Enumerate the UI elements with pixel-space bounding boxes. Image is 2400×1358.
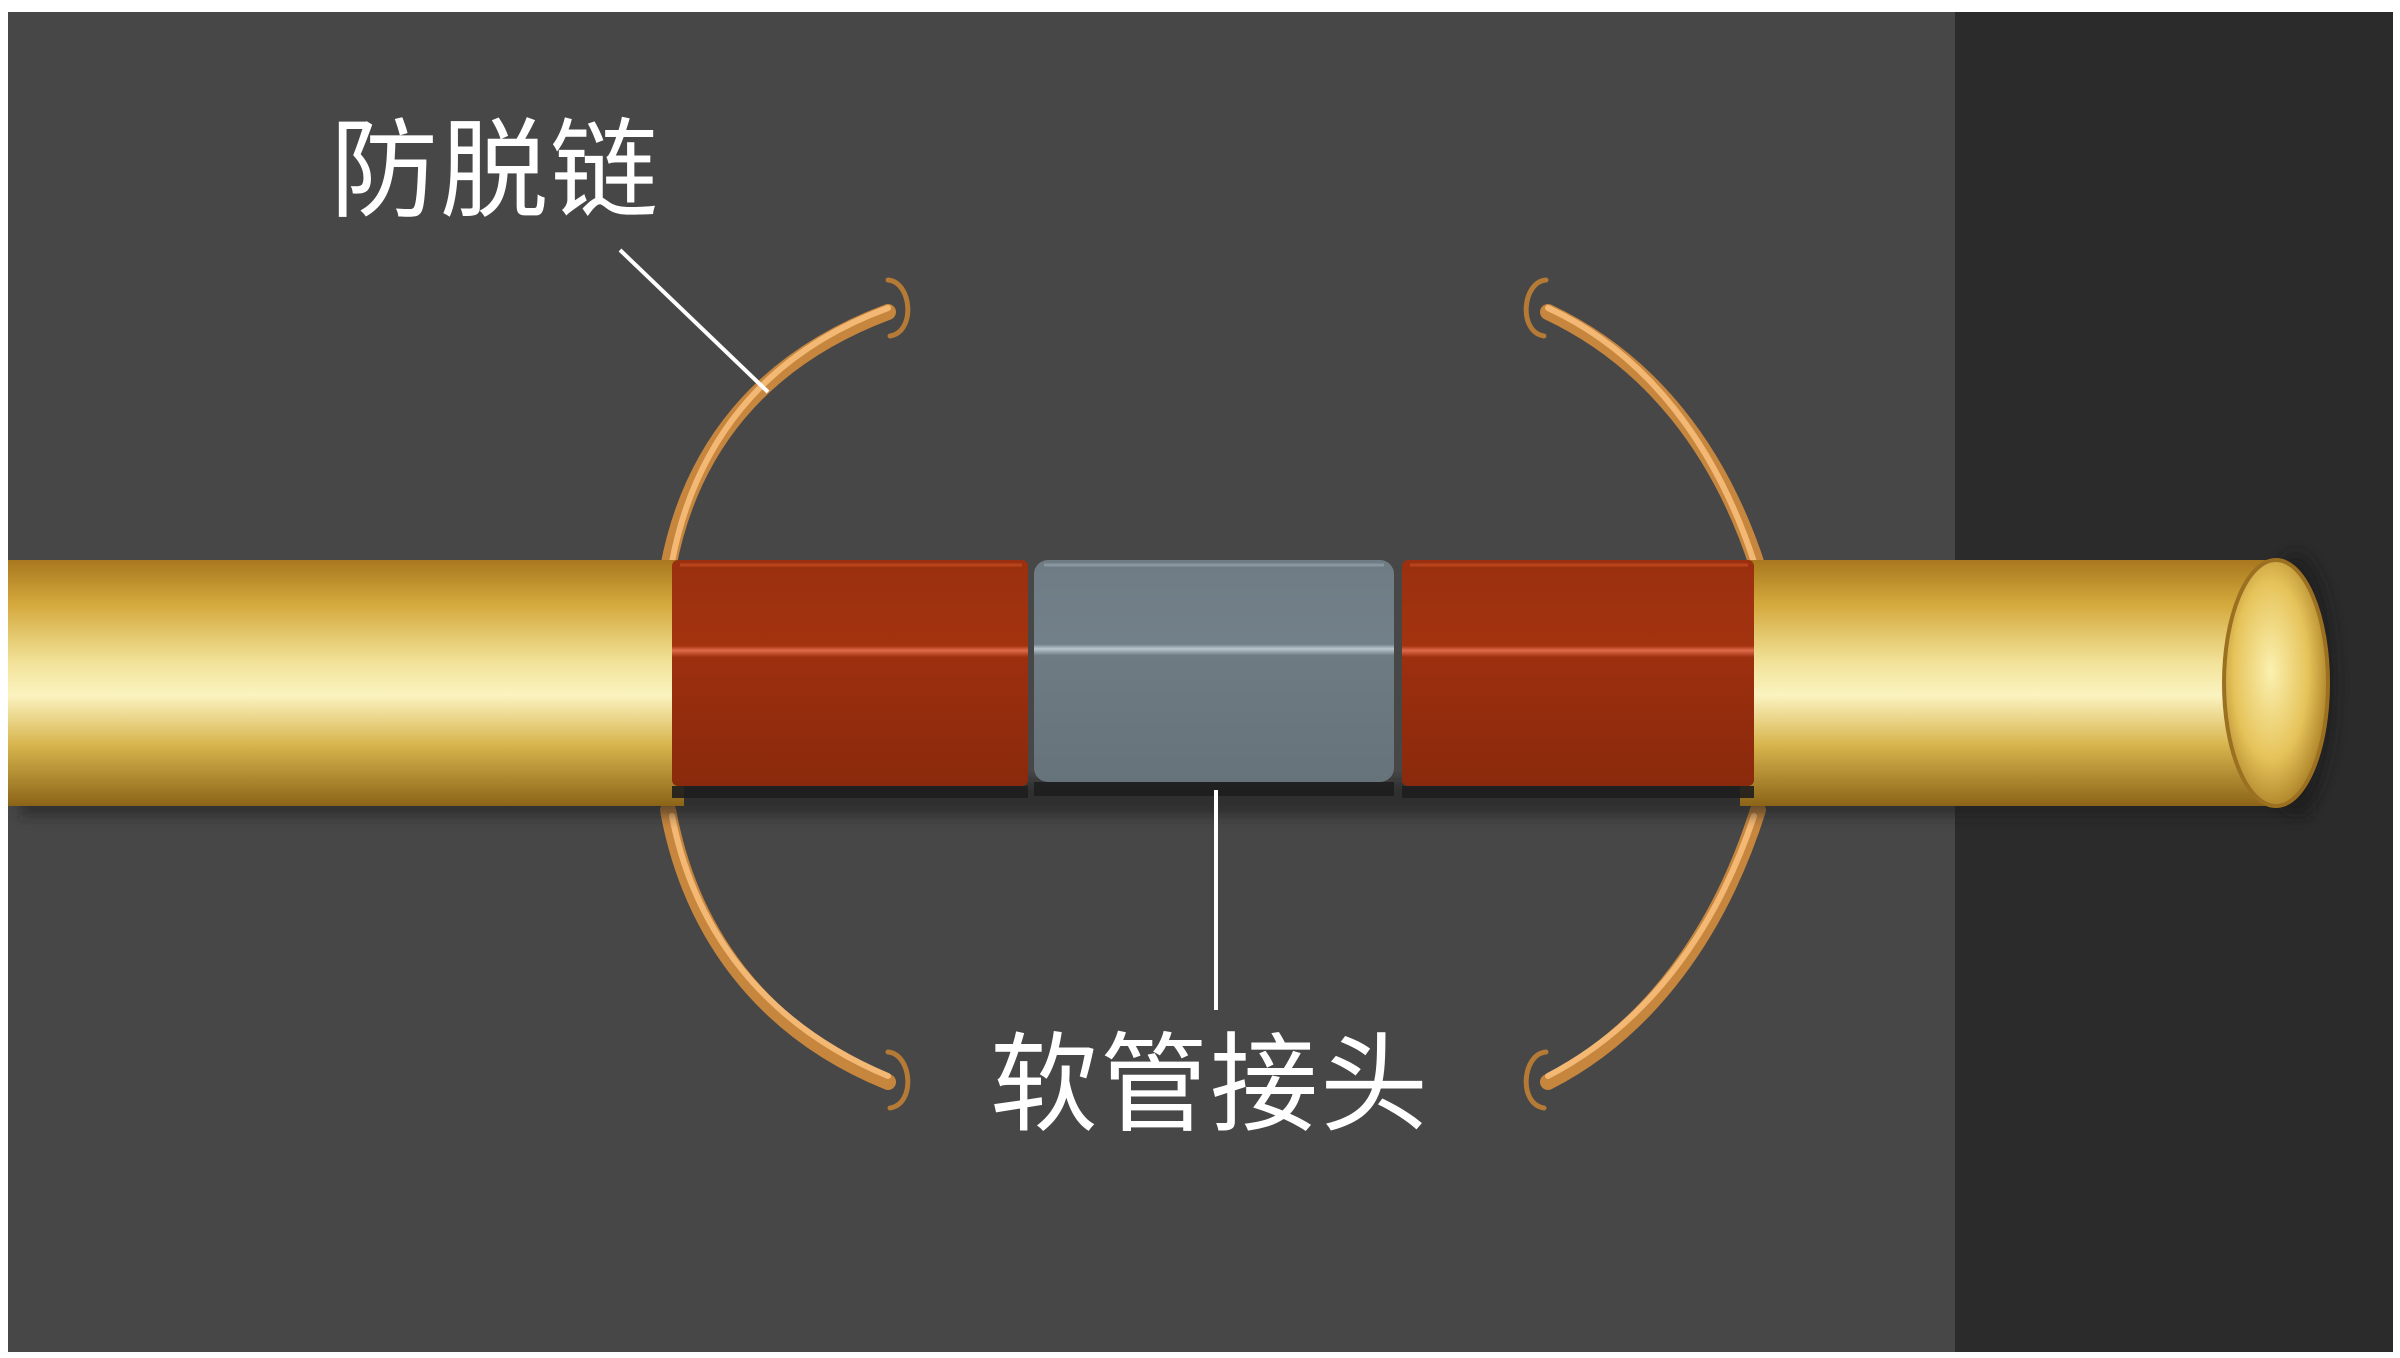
label-anti-detach-chain: 防脱链 [330, 109, 661, 234]
pipe-end-cap [2222, 558, 2330, 808]
chain-arc-left-upper-highlight [669, 305, 891, 565]
coupler-body [1034, 560, 1394, 796]
chain-arc-left-lower-highlight [669, 813, 891, 1079]
anti-detach-chain [660, 277, 1766, 1111]
chain-hook-right-lower [1523, 1049, 1549, 1111]
leader-line-chain [618, 248, 770, 394]
pipe-right [1740, 560, 2280, 806]
ferrule-left [672, 560, 1028, 798]
label-hose-fitting: 软管接头 [990, 1023, 1431, 1148]
chain-hook-right-upper [1523, 277, 1549, 339]
chain-hook-left-lower [885, 1049, 911, 1111]
ferrule-right [1402, 560, 1754, 798]
chain-arc-right-lower-highlight [1545, 813, 1757, 1079]
pipe-left [8, 560, 684, 806]
chain-hook-left-upper [885, 277, 911, 339]
chain-arc-right-upper-highlight [1545, 305, 1757, 565]
